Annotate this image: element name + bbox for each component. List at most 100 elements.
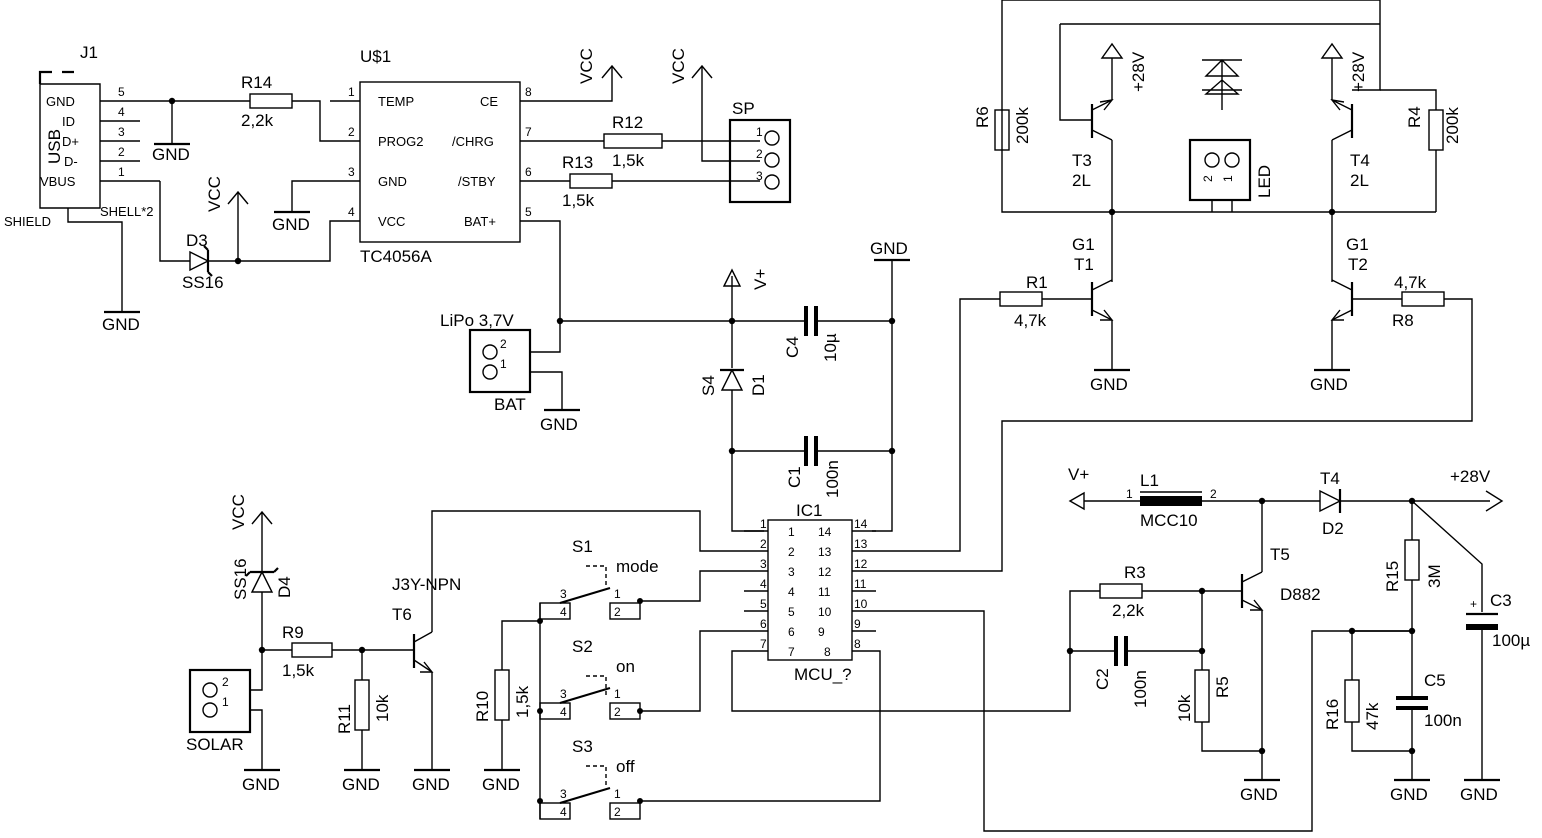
gnd-bat: GND (540, 415, 578, 434)
s1-pin-1: 1 (614, 587, 621, 601)
capacitor-c4: C4 10µ (783, 306, 840, 362)
r14-ref: R14 (241, 73, 272, 92)
r10-val: 1,5k (513, 685, 532, 718)
mcu-in-6: 6 (788, 625, 795, 639)
transistor-t3: T3 2L (1072, 99, 1114, 190)
c1-val: 100n (823, 460, 842, 498)
r9-ref: R9 (282, 623, 304, 642)
r15-ref: R15 (1383, 561, 1402, 592)
resistor-r14: R14 2,2k (241, 73, 293, 130)
transistor-t1: G1 T1 (1072, 235, 1114, 321)
connector-sp: SP 1 2 3 (728, 99, 792, 204)
u1-pin-stby: /STBY (458, 174, 496, 189)
switch-s2: S2 on 3 4 1 2 (539, 637, 641, 720)
j1-pin-gnd: GND (46, 94, 75, 109)
u1-pin-prog2: PROG2 (378, 134, 424, 149)
u1-pin-chrg: /CHRG (452, 134, 494, 149)
j1-pin-dplus: D+ (62, 134, 79, 149)
mcu-in-10: 10 (818, 605, 832, 619)
solar-ref: SOLAR (186, 735, 244, 754)
r6-ref: R6 (973, 106, 992, 128)
d4-ref: D4 (275, 576, 294, 598)
d3-ref: D3 (186, 231, 208, 250)
t4-boost-ref: T4 (1320, 469, 1340, 488)
u1-ref: U$1 (360, 47, 391, 66)
r5-ref: R5 (1213, 676, 1232, 698)
t6-val: J3Y-NPN (392, 575, 461, 594)
s3-pin-4: 4 (560, 805, 567, 819)
switch-s1: S1 mode 3 4 1 2 (539, 537, 659, 620)
mcu-pin-1: 1 (760, 517, 767, 531)
mcu-pin-9: 9 (854, 617, 861, 631)
r16-ref: R16 (1323, 699, 1342, 730)
mcu-in-13: 13 (818, 545, 832, 559)
gnd-c3: GND (1460, 785, 1498, 804)
t1-g: G1 (1072, 235, 1095, 254)
vplus-boost: V+ (1068, 465, 1089, 484)
gnd-t2: GND (1310, 375, 1348, 394)
c3-val: 100µ (1492, 631, 1530, 650)
s1-label: mode (616, 557, 659, 576)
u1-pin-ce: CE (480, 94, 498, 109)
c3-ref: C3 (1490, 591, 1512, 610)
resistor-r13: R13 1,5k (562, 153, 613, 210)
l1-val: MCC10 (1140, 511, 1198, 530)
diode-d4: SS16 D4 (231, 558, 294, 600)
s1-pin-3: 3 (560, 587, 567, 601)
switch-s3: S3 off 3 4 1 2 (539, 737, 641, 820)
s2-pin-3: 3 (560, 687, 567, 701)
l1-pin-2: 2 (1210, 487, 1217, 501)
capacitor-c5: C5 100n (1396, 671, 1462, 730)
capacitor-c3: + C3 100µ (1466, 591, 1530, 650)
u1-pin-temp: TEMP (378, 94, 414, 109)
s3-ref: S3 (572, 737, 593, 756)
mcu-pin-3: 3 (760, 557, 767, 571)
s1-ref: S1 (572, 537, 593, 556)
sp-pin-3: 3 (756, 169, 763, 183)
lipo-label: LiPo 3,7V (440, 311, 514, 330)
capacitor-c2: C2 100n (1093, 636, 1150, 708)
s2-pin-4: 4 (560, 705, 567, 719)
l1-ref: L1 (1140, 471, 1159, 490)
t4u-val: 2L (1350, 171, 1369, 190)
l1-pin-1: 1 (1126, 487, 1133, 501)
v28-t3: +28V (1129, 51, 1148, 92)
j1-num-5: 5 (118, 85, 125, 99)
vcc-solar: VCC (229, 494, 248, 530)
resistor-r9: R9 1,5k (282, 623, 333, 680)
r11-ref: R11 (335, 704, 354, 734)
j1-pin-vbus: VBUS (40, 174, 76, 189)
vcc-ce: VCC (577, 48, 596, 84)
d1-ref: D1 (749, 374, 768, 396)
mcu-in-14: 14 (818, 525, 832, 539)
t3-ref: T3 (1072, 151, 1092, 170)
transistor-t6: J3Y-NPN T6 (392, 575, 461, 673)
resistor-r12: R12 1,5k (603, 113, 663, 170)
mcu-left-pins: 1 2 3 4 5 6 7 1 2 3 4 5 6 7 (744, 517, 795, 659)
j1-pin-id: ID (62, 114, 75, 129)
transistor-t4-upper: T4 2L (1330, 99, 1370, 190)
s2-pin-1: 1 (614, 687, 621, 701)
s2-ref: S2 (572, 637, 593, 656)
led-pin-1: 1 (1221, 175, 1235, 182)
j1-ref: J1 (80, 43, 98, 62)
r15-val: 3M (1425, 564, 1444, 588)
usb-label: USB (45, 129, 64, 164)
solar-pin-1: 1 (222, 695, 229, 709)
resistor-r1: R1 4,7k (999, 273, 1048, 330)
s2-pin-2: 2 (614, 705, 621, 719)
r12-ref: R12 (612, 113, 643, 132)
resistor-r11: R11 10k (335, 679, 392, 734)
bat-ref: BAT (494, 395, 526, 414)
gnd-t1: GND (1090, 375, 1128, 394)
gnd-c4: GND (870, 239, 908, 258)
u1-num-6: 6 (525, 165, 532, 179)
resistor-r15: R15 3M (1383, 539, 1444, 592)
u1-num-1: 1 (348, 85, 355, 99)
gnd-u1: GND (272, 215, 310, 234)
mcu-ic1: IC1 MCU_? 1 2 3 4 5 6 7 1 2 3 4 5 6 7 14… (744, 501, 876, 684)
vplus-top: V+ (751, 269, 770, 290)
mcu-pin-14: 14 (854, 517, 868, 531)
s3-pin-2: 2 (614, 805, 621, 819)
gnd-j1: GND (152, 145, 190, 164)
